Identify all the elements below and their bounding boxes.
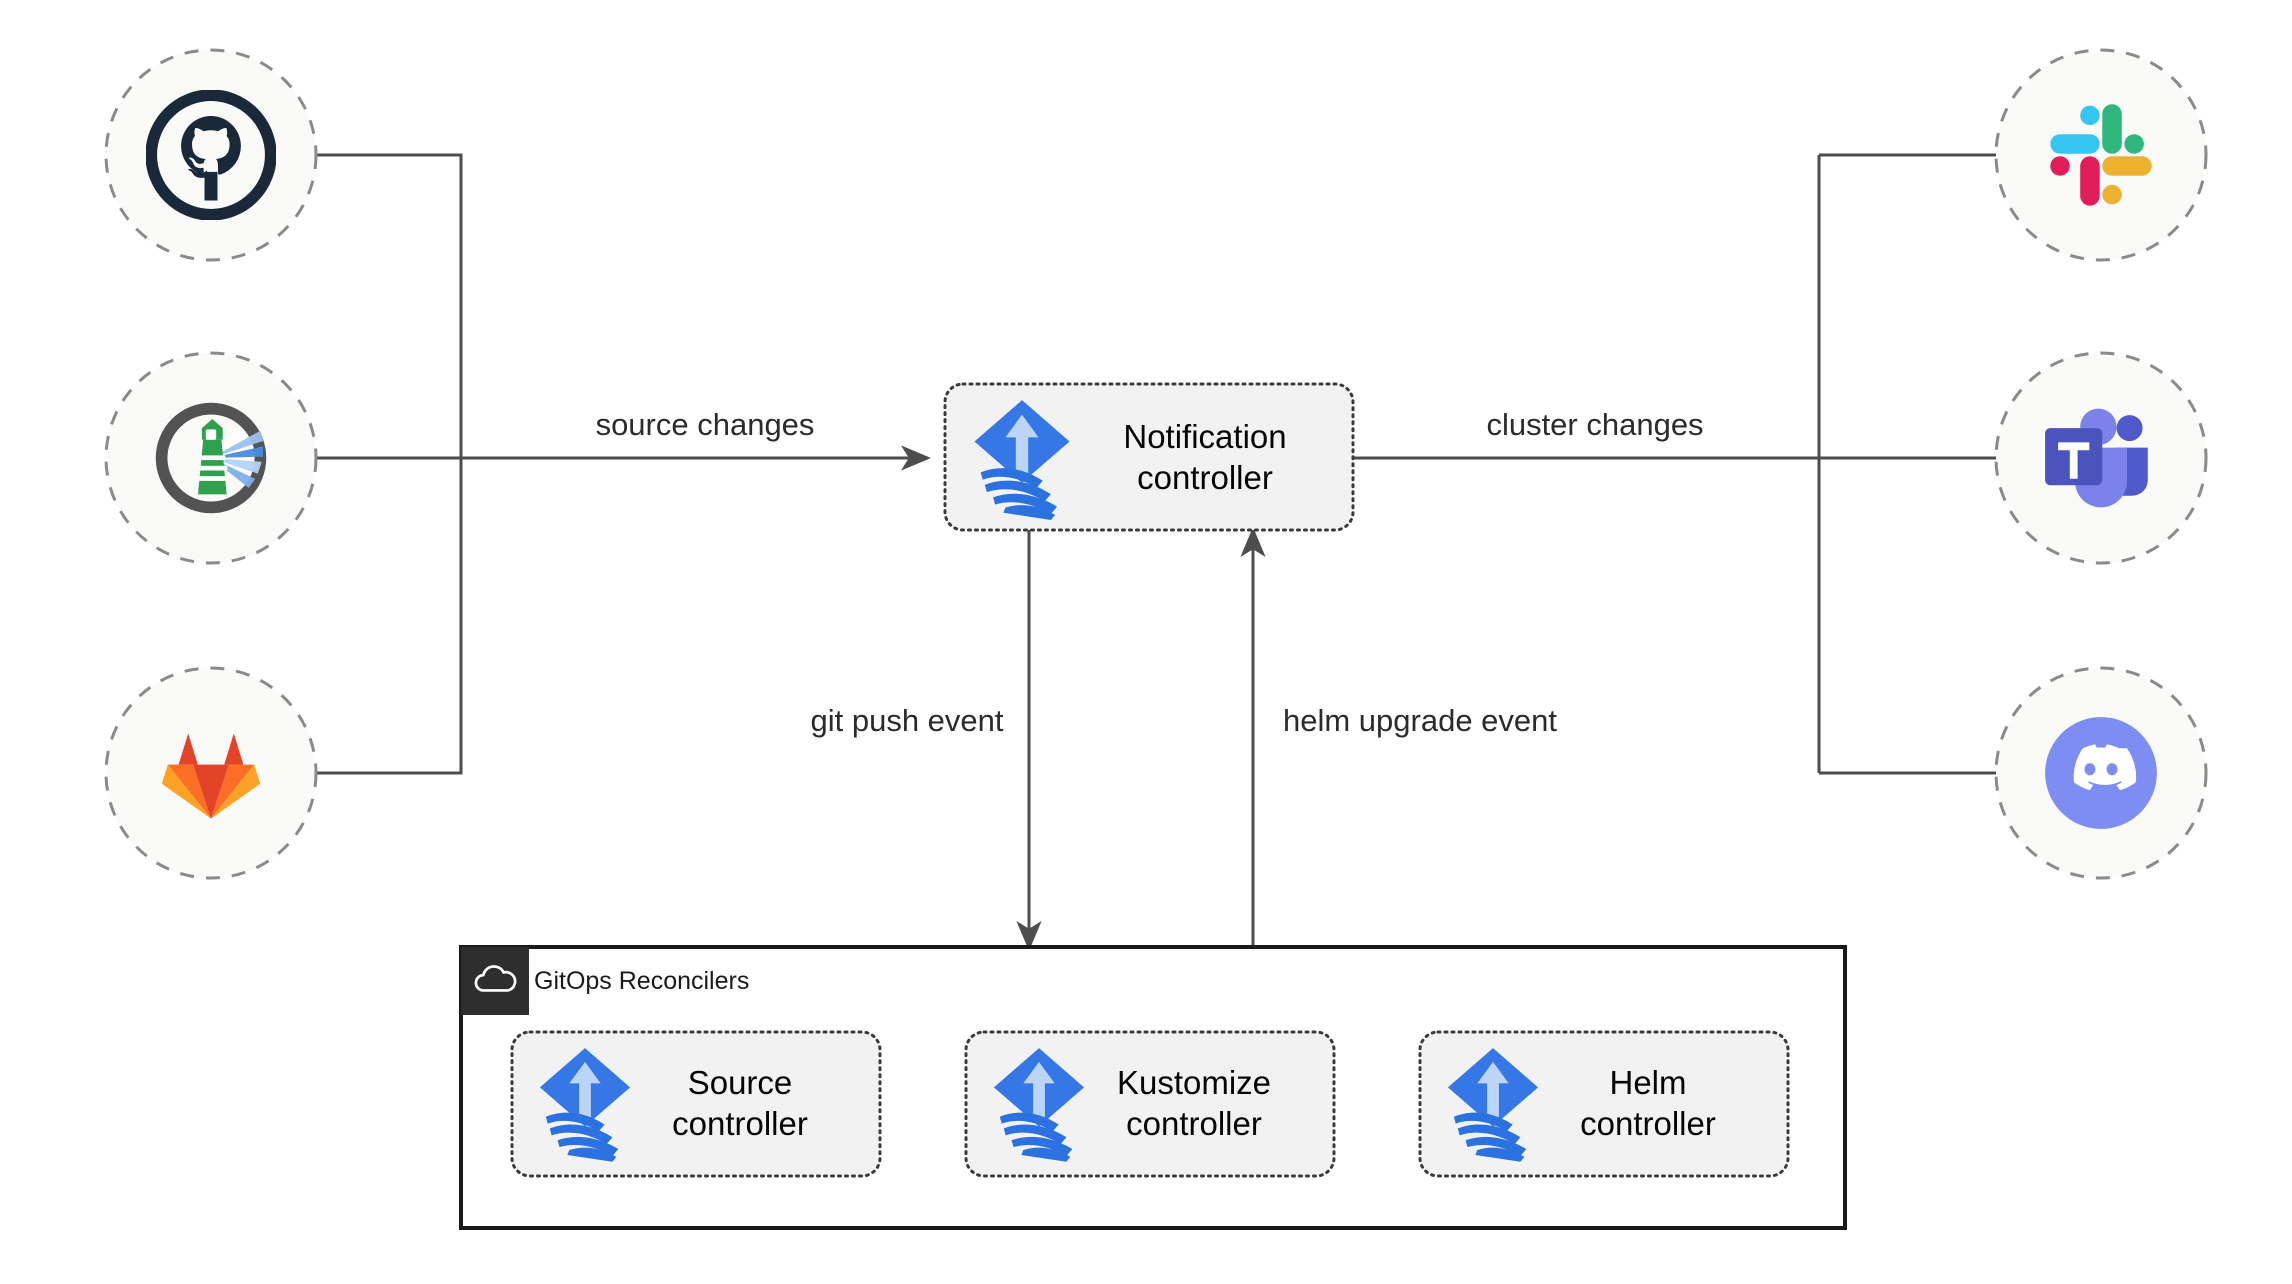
edge-label-bg-2	[1440, 400, 1750, 444]
discord-icon	[2045, 717, 2157, 829]
edge-sources-bus	[211, 153, 463, 775]
destination-node-discord[interactable]	[1994, 666, 2208, 880]
destination-node-slack[interactable]	[1994, 48, 2208, 262]
edge-label-helm-upgrade-event: helm upgrade event	[1283, 703, 1557, 738]
destination-node-teams[interactable]	[1994, 351, 2208, 565]
notification-controller-node[interactable]: Notification controller	[943, 382, 1355, 532]
helm-controller-label-line2: controller	[1580, 1105, 1716, 1142]
helm-controller-label-line1: Helm	[1609, 1064, 1686, 1101]
kustomize-controller-label-line1: Kustomize	[1117, 1064, 1271, 1101]
kustomize-controller-node[interactable]: Kustomize controller	[964, 1030, 1336, 1178]
notification-controller-label-line1: Notification	[1123, 418, 1286, 455]
edge-label-bg-4	[1265, 700, 1575, 746]
edge-label-bg-3	[790, 700, 1025, 746]
source-controller-label-line2: controller	[672, 1105, 808, 1142]
edge-label-bg-1	[566, 400, 886, 444]
helm-controller-node[interactable]: Helm controller	[1418, 1030, 1790, 1178]
kustomize-controller-label-line2: controller	[1126, 1105, 1262, 1142]
edge-label-source-changes: source changes	[596, 407, 815, 442]
source-controller-node[interactable]: Source controller	[510, 1030, 882, 1178]
source-controller-label-line1: Source	[688, 1064, 793, 1101]
source-node-gitlab[interactable]	[104, 666, 318, 880]
edge-label-cluster-changes: cluster changes	[1486, 407, 1703, 442]
source-node-github[interactable]	[104, 48, 318, 262]
source-node-harbor[interactable]	[104, 351, 318, 565]
gitops-reconcilers-title: GitOps Reconcilers	[534, 967, 749, 995]
edge-label-git-push-event: git push event	[810, 703, 1003, 738]
notification-controller-label-line2: controller	[1137, 459, 1273, 496]
